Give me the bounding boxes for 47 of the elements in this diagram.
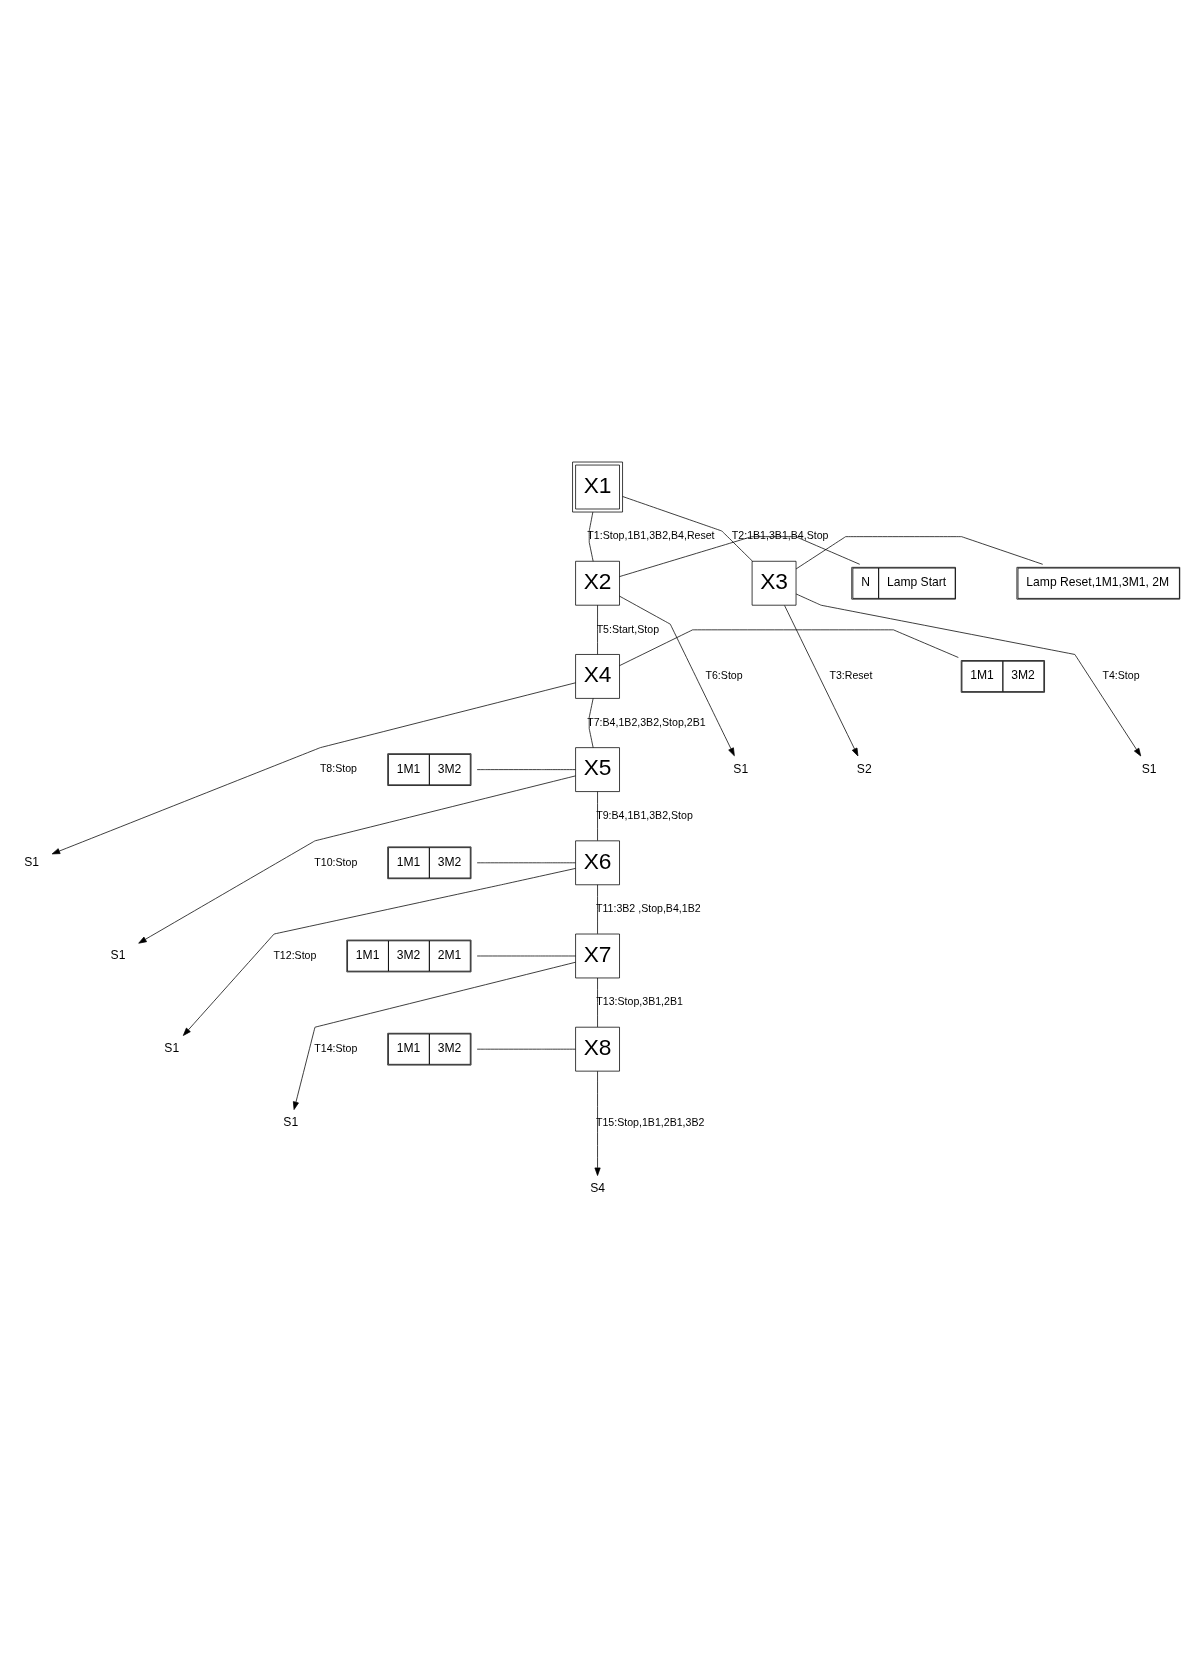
arrow [138, 775, 576, 944]
node-box: X7 [575, 933, 620, 979]
connector [619, 536, 861, 577]
node-box: X8 [575, 1026, 620, 1072]
node-box: X6 [575, 840, 620, 886]
node-text: S1 [24, 854, 40, 869]
arrow [292, 961, 576, 1110]
arrow [182, 868, 576, 1036]
connector [622, 496, 753, 562]
node-text: S1 [283, 1115, 299, 1130]
connector [588, 698, 594, 748]
connector [597, 884, 598, 935]
edge-label: T4:Stop [1102, 669, 1140, 682]
arrow [51, 682, 576, 855]
node-box: X3 [751, 560, 797, 606]
connector [619, 629, 959, 666]
connector [597, 791, 598, 841]
node-text: S4 [590, 1181, 605, 1196]
connector [476, 955, 576, 957]
node-box: X5 [575, 747, 620, 792]
edge-label: T2:1B1,3B1,B4,Stop [731, 529, 829, 542]
edge-label: T8:Stop [319, 762, 358, 775]
edge-label: T10:Stop [314, 855, 358, 868]
connector [476, 862, 576, 864]
edge-label: T6:Stop [705, 669, 743, 682]
edge-label: T1:Stop,1B1,3B2,B4,Reset [587, 529, 715, 542]
edge-label: T3:Reset [829, 669, 873, 682]
connector [795, 536, 1044, 570]
node-text: S2 [856, 761, 872, 776]
edge-label: T12:Stop [273, 948, 317, 961]
arrow [795, 593, 1142, 757]
connector [476, 1048, 576, 1050]
node-text: S1 [1141, 761, 1157, 776]
connector [476, 769, 576, 770]
node-box: X2 [575, 560, 620, 606]
node-text: S1 [110, 947, 126, 962]
node-text: S1 [733, 761, 749, 776]
arrow [784, 605, 859, 757]
connector [597, 604, 598, 655]
arrow [594, 1070, 601, 1176]
node-text: S1 [164, 1041, 180, 1056]
connector [597, 977, 598, 1028]
edge-label: T7:B4,1B2,3B2,Stop,2B1 [587, 715, 706, 728]
arrow [619, 595, 735, 757]
node-box: X4 [575, 654, 620, 699]
connector [588, 511, 594, 562]
edge-label: T14:Stop [314, 1041, 358, 1054]
